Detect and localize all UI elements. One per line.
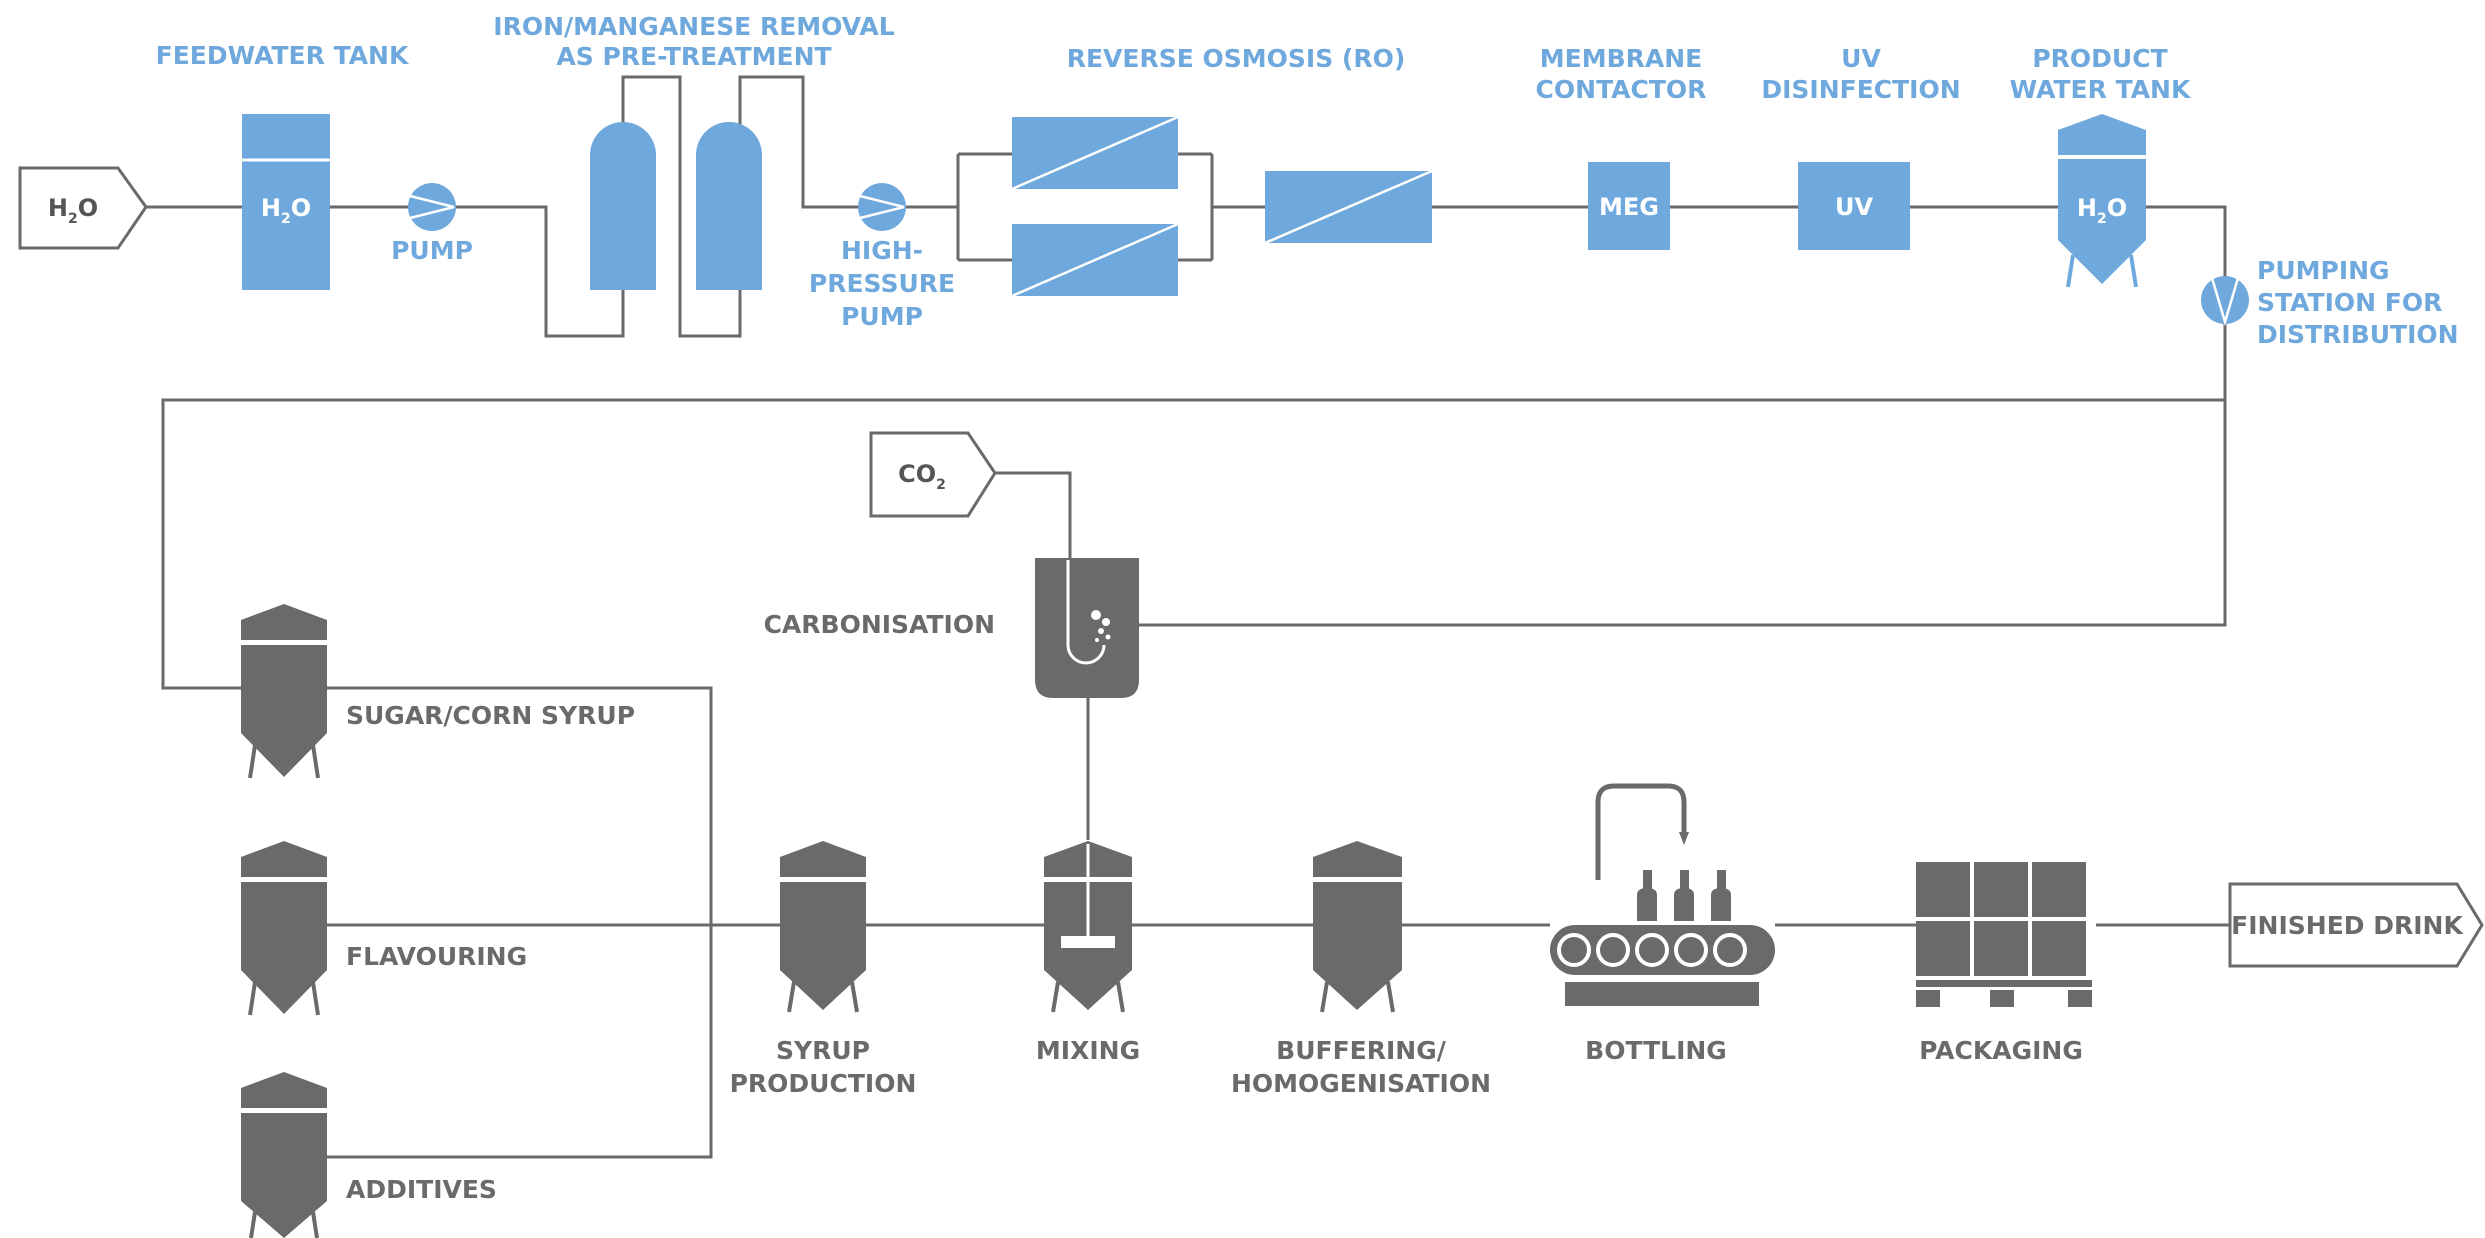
syrup-label-line2: PRODUCTION <box>730 1069 917 1098</box>
product-tank-inner: H <box>2077 194 2097 222</box>
bottle-icon <box>1674 870 1694 921</box>
feedwater-tank-label: FEEDWATER TANK <box>156 41 410 70</box>
feedwater-tank-inner-end: O <box>291 194 311 222</box>
svg-text:H2O: H2O <box>261 194 311 227</box>
buffering-label-line2: HOMOGENISATION <box>1231 1069 1491 1098</box>
product-tank-label-line1: PRODUCT <box>2032 44 2167 73</box>
product-tank-inner-end: O <box>2107 194 2127 222</box>
flavouring-label: FLAVOURING <box>346 942 527 971</box>
pipes <box>146 75 2230 1159</box>
feedwater-tank: H2O <box>242 114 330 290</box>
sugar-label: SUGAR/CORN SYRUP <box>346 701 635 730</box>
mixing-label: MIXING <box>1036 1036 1140 1065</box>
finished-drink-label: FINISHED DRINK <box>2231 911 2464 940</box>
buffering-tank <box>1313 841 1402 1013</box>
flavouring-silo <box>241 841 327 1016</box>
hp-pump-label-line1: HIGH- <box>841 236 923 265</box>
co2-input-subscript: 2 <box>936 477 946 493</box>
svg-text:CO2: CO2 <box>898 460 946 493</box>
buffering-label-line1: BUFFERING/ <box>1276 1036 1447 1065</box>
carbonisation-label: CARBONISATION <box>764 610 995 639</box>
hp-pump-label-line2: PRESSURE <box>809 269 955 298</box>
uv-unit: UV <box>1798 162 1910 250</box>
high-pressure-pump-icon <box>858 183 906 231</box>
reverse-osmosis-membranes <box>1011 115 1433 298</box>
water-input-subscript: 2 <box>68 211 78 227</box>
product-tank-subscript: 2 <box>2097 211 2107 227</box>
packaging-pallet <box>1916 862 2092 1007</box>
carbonisation-vessel <box>1035 558 1139 698</box>
co2-input: CO2 <box>869 431 997 518</box>
water-input-label-end: O <box>78 194 98 222</box>
bottling-machine <box>1550 783 1775 1006</box>
hp-pump-label-line3: PUMP <box>841 302 923 331</box>
sugar-silo <box>241 604 327 779</box>
membrane-label-line1: MEMBRANE <box>1540 44 1703 73</box>
feedwater-tank-subscript: 2 <box>281 211 291 227</box>
water-input: H2O <box>18 166 148 250</box>
membrane-label-line2: CONTACTOR <box>1536 75 1707 104</box>
uv-label-line2: DISINFECTION <box>1761 75 1960 104</box>
bottle-icon <box>1637 870 1657 921</box>
iron-manganese-filters <box>590 122 762 290</box>
packaging-label: PACKAGING <box>1919 1036 2083 1065</box>
uv-unit-inner: UV <box>1835 193 1873 221</box>
iron-removal-label-line2: AS PRE-TREATMENT <box>556 42 831 71</box>
bottle-icon <box>1711 870 1731 921</box>
additives-label: ADDITIVES <box>346 1175 497 1204</box>
pump-icon <box>408 183 456 231</box>
syrup-production-tank <box>780 841 866 1013</box>
svg-text:H2O: H2O <box>2077 194 2127 227</box>
mixing-tank <box>1044 841 1132 1013</box>
membrane-contactor: MEG <box>1588 162 1670 250</box>
finished-drink-output: FINISHED DRINK <box>2228 882 2484 968</box>
membrane-contactor-inner: MEG <box>1599 193 1659 221</box>
product-water-tank: H2O <box>2058 114 2146 288</box>
uv-label-line1: UV <box>1841 44 1881 73</box>
product-tank-label-line2: WATER TANK <box>2010 75 2192 104</box>
pumping-station-label-line2: STATION FOR <box>2257 288 2442 317</box>
pumping-station-label-line1: PUMPING <box>2257 256 2390 285</box>
bottling-label: BOTTLING <box>1585 1036 1727 1065</box>
pump-label: PUMP <box>391 236 473 265</box>
syrup-label-line1: SYRUP <box>776 1036 870 1065</box>
co2-input-label: CO <box>898 460 936 488</box>
ro-label: REVERSE OSMOSIS (RO) <box>1067 44 1406 73</box>
additives-silo <box>241 1072 327 1238</box>
iron-removal-label-line1: IRON/MANGANESE REMOVAL <box>493 12 894 41</box>
pumping-station-label-line3: DISTRIBUTION <box>2257 320 2459 349</box>
feedwater-tank-inner: H <box>261 194 281 222</box>
water-input-label: H <box>48 194 68 222</box>
distribution-pump-icon <box>2201 276 2249 327</box>
svg-text:H2O: H2O <box>48 194 98 227</box>
